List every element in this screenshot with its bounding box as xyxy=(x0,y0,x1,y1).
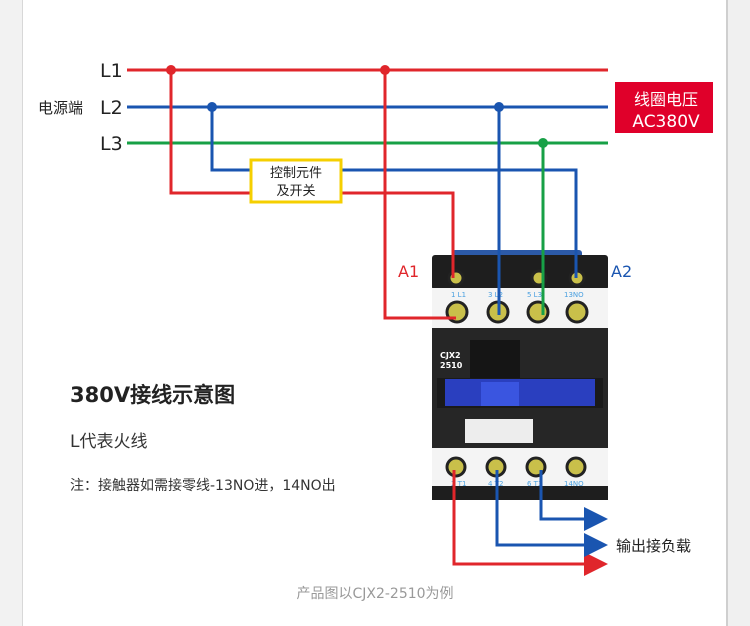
control-element-box xyxy=(249,158,343,204)
control-box-line2: 及开关 xyxy=(276,184,315,199)
wire-control-l2 xyxy=(210,107,250,172)
caption: 产品图以CJX2-2510为例 xyxy=(296,586,453,602)
coil-voltage-line2: AC380V xyxy=(632,112,700,132)
left-frame xyxy=(0,0,23,626)
terminal-13no: 13NO xyxy=(564,291,584,299)
wire-out-t1 xyxy=(452,470,608,576)
label-l2: L2 xyxy=(100,97,123,119)
wire-a2 xyxy=(341,168,578,278)
model-line2: 2510 xyxy=(440,361,463,370)
control-box-line1: 控制元件 xyxy=(270,166,322,181)
label-l1: L1 xyxy=(100,60,123,82)
label-supply-side: 电源端 xyxy=(38,99,83,117)
terminal-5-l3: 5 L3 xyxy=(527,291,542,299)
terminal-1-l1: 1 L1 xyxy=(451,291,466,299)
junction-dots xyxy=(166,65,548,148)
wire-out-t2 xyxy=(495,470,608,557)
terminal-6-t3: 6 T3 xyxy=(527,480,542,488)
terminal-3-l2: 3 L2 xyxy=(488,291,503,299)
wire-out-t3 xyxy=(539,470,608,531)
wire-control-l1 xyxy=(169,70,250,195)
output-label: 输出接负载 xyxy=(616,537,691,555)
wire-a1 xyxy=(341,191,455,278)
subtitle: L代表火线 xyxy=(70,432,147,452)
right-frame xyxy=(726,0,750,626)
label-l3: L3 xyxy=(100,133,123,155)
label-a1: A1 xyxy=(398,262,419,281)
coil-voltage-line1: 线圈电压 xyxy=(634,90,698,109)
note: 注：接触器如需接零线-13NO进，14NO出 xyxy=(70,477,336,494)
page-title: 380V接线示意图 xyxy=(70,383,235,407)
model-line1: CJX2 xyxy=(440,351,461,360)
terminal-2-t1: 2 T1 xyxy=(451,480,466,488)
contactor: CJX2 2510 1 L1 3 L2 5 L3 13NO 2 T1 4 T2 … xyxy=(432,250,608,500)
terminal-14no: 14NO xyxy=(564,480,584,488)
label-a2: A2 xyxy=(611,262,632,281)
coil-voltage-box xyxy=(615,82,713,133)
wire-main-l1 xyxy=(383,70,456,320)
